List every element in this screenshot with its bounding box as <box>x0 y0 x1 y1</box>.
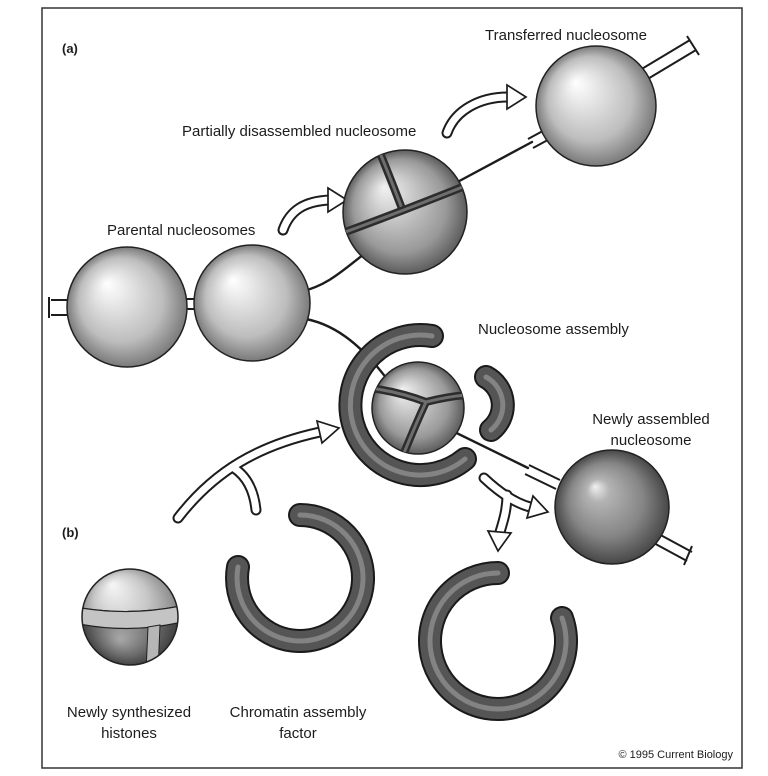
arrow-branch-fill <box>230 464 260 514</box>
dna-upper-tail-b <box>645 49 697 81</box>
dna-upper-tail-cap <box>686 35 700 56</box>
dna-lower-fork-strand <box>298 316 397 392</box>
parental-nucleosomes-label: Parental nucleosomes <box>107 222 255 239</box>
dna-duplex-near-newly-b <box>524 473 557 490</box>
newly-assembled-label-line2: nucleosome <box>611 432 692 449</box>
released-assembly-factor-ring <box>418 561 578 721</box>
assembly-factor-arc <box>474 365 515 442</box>
cleavage-band-horizontal-shine <box>343 182 467 236</box>
histone-top-cap <box>82 569 178 613</box>
assembling-nucleosome-sphere <box>371 361 465 455</box>
histone-equator-band <box>82 603 178 630</box>
chromatin-assembly-factor-ring <box>225 503 376 653</box>
panel-a-label: (a) <box>62 41 78 56</box>
ring-shine <box>427 570 569 712</box>
transferred-nucleosome <box>535 45 657 167</box>
dna-lower-tail-b <box>649 540 688 562</box>
arrow-into-assembly <box>172 419 341 524</box>
arrow-head-down <box>486 530 513 553</box>
copyright-notice: © 1995 Current Biology <box>618 749 733 761</box>
arrow-shaft-fill <box>279 196 334 234</box>
arrow-head <box>315 419 341 445</box>
figure-frame <box>41 7 743 769</box>
newly-assembled-nucleosome <box>554 449 670 565</box>
parental-nucleosome-left <box>66 246 188 368</box>
arc-shine <box>483 374 506 433</box>
ring-shine <box>347 332 468 478</box>
newly-synthesized-histones <box>81 568 179 666</box>
arrow-shaft-fill <box>174 428 324 522</box>
partially-disassembled-nucleosome-label: Partially disassembled nucleosome <box>182 123 416 140</box>
chromatin-assembly-factor-label-line2: factor <box>279 725 317 742</box>
transferred-nucleosome-label: Transferred nucleosome <box>485 27 647 44</box>
assembly-factor-ring <box>338 323 477 488</box>
arrow-to-transferred <box>441 83 528 139</box>
dna-upper-tail-a <box>639 39 691 71</box>
newly-synthesized-histones-label-line2: histones <box>101 725 157 742</box>
arrow-to-partial-disassembly <box>277 186 349 236</box>
nucleosome-assembly-complex <box>338 323 515 488</box>
arrow-release-fork <box>478 472 550 553</box>
segment-band-right-shine <box>425 393 464 404</box>
newly-assembled-label-line1: Newly assembled <box>592 411 710 428</box>
dna-lower-tail-cap <box>683 545 693 566</box>
arrow-branch-fill <box>496 491 511 536</box>
partially-disassembled-nucleosome <box>342 149 468 275</box>
histone-sphere-outline <box>81 568 179 666</box>
dna-upper-to-transferred <box>448 140 534 188</box>
arrow-head <box>506 83 528 111</box>
arrow-head-right <box>525 494 550 520</box>
newly-synthesized-histones-label-line1: Newly synthesized <box>67 704 191 721</box>
chromatin-assembly-factor-label-line1: Chromatin assembly <box>230 704 367 721</box>
parental-nucleosome-right <box>193 244 311 362</box>
arrow-shaft-fill <box>443 93 512 137</box>
nucleosome-assembly-label: Nucleosome assembly <box>478 321 629 338</box>
dna-duplex-near-newly-a <box>528 464 561 481</box>
panel-b-label: (b) <box>62 525 79 540</box>
ring-shine <box>234 512 366 644</box>
histone-vertical-stripe <box>145 624 161 665</box>
arrow-head <box>327 186 349 214</box>
